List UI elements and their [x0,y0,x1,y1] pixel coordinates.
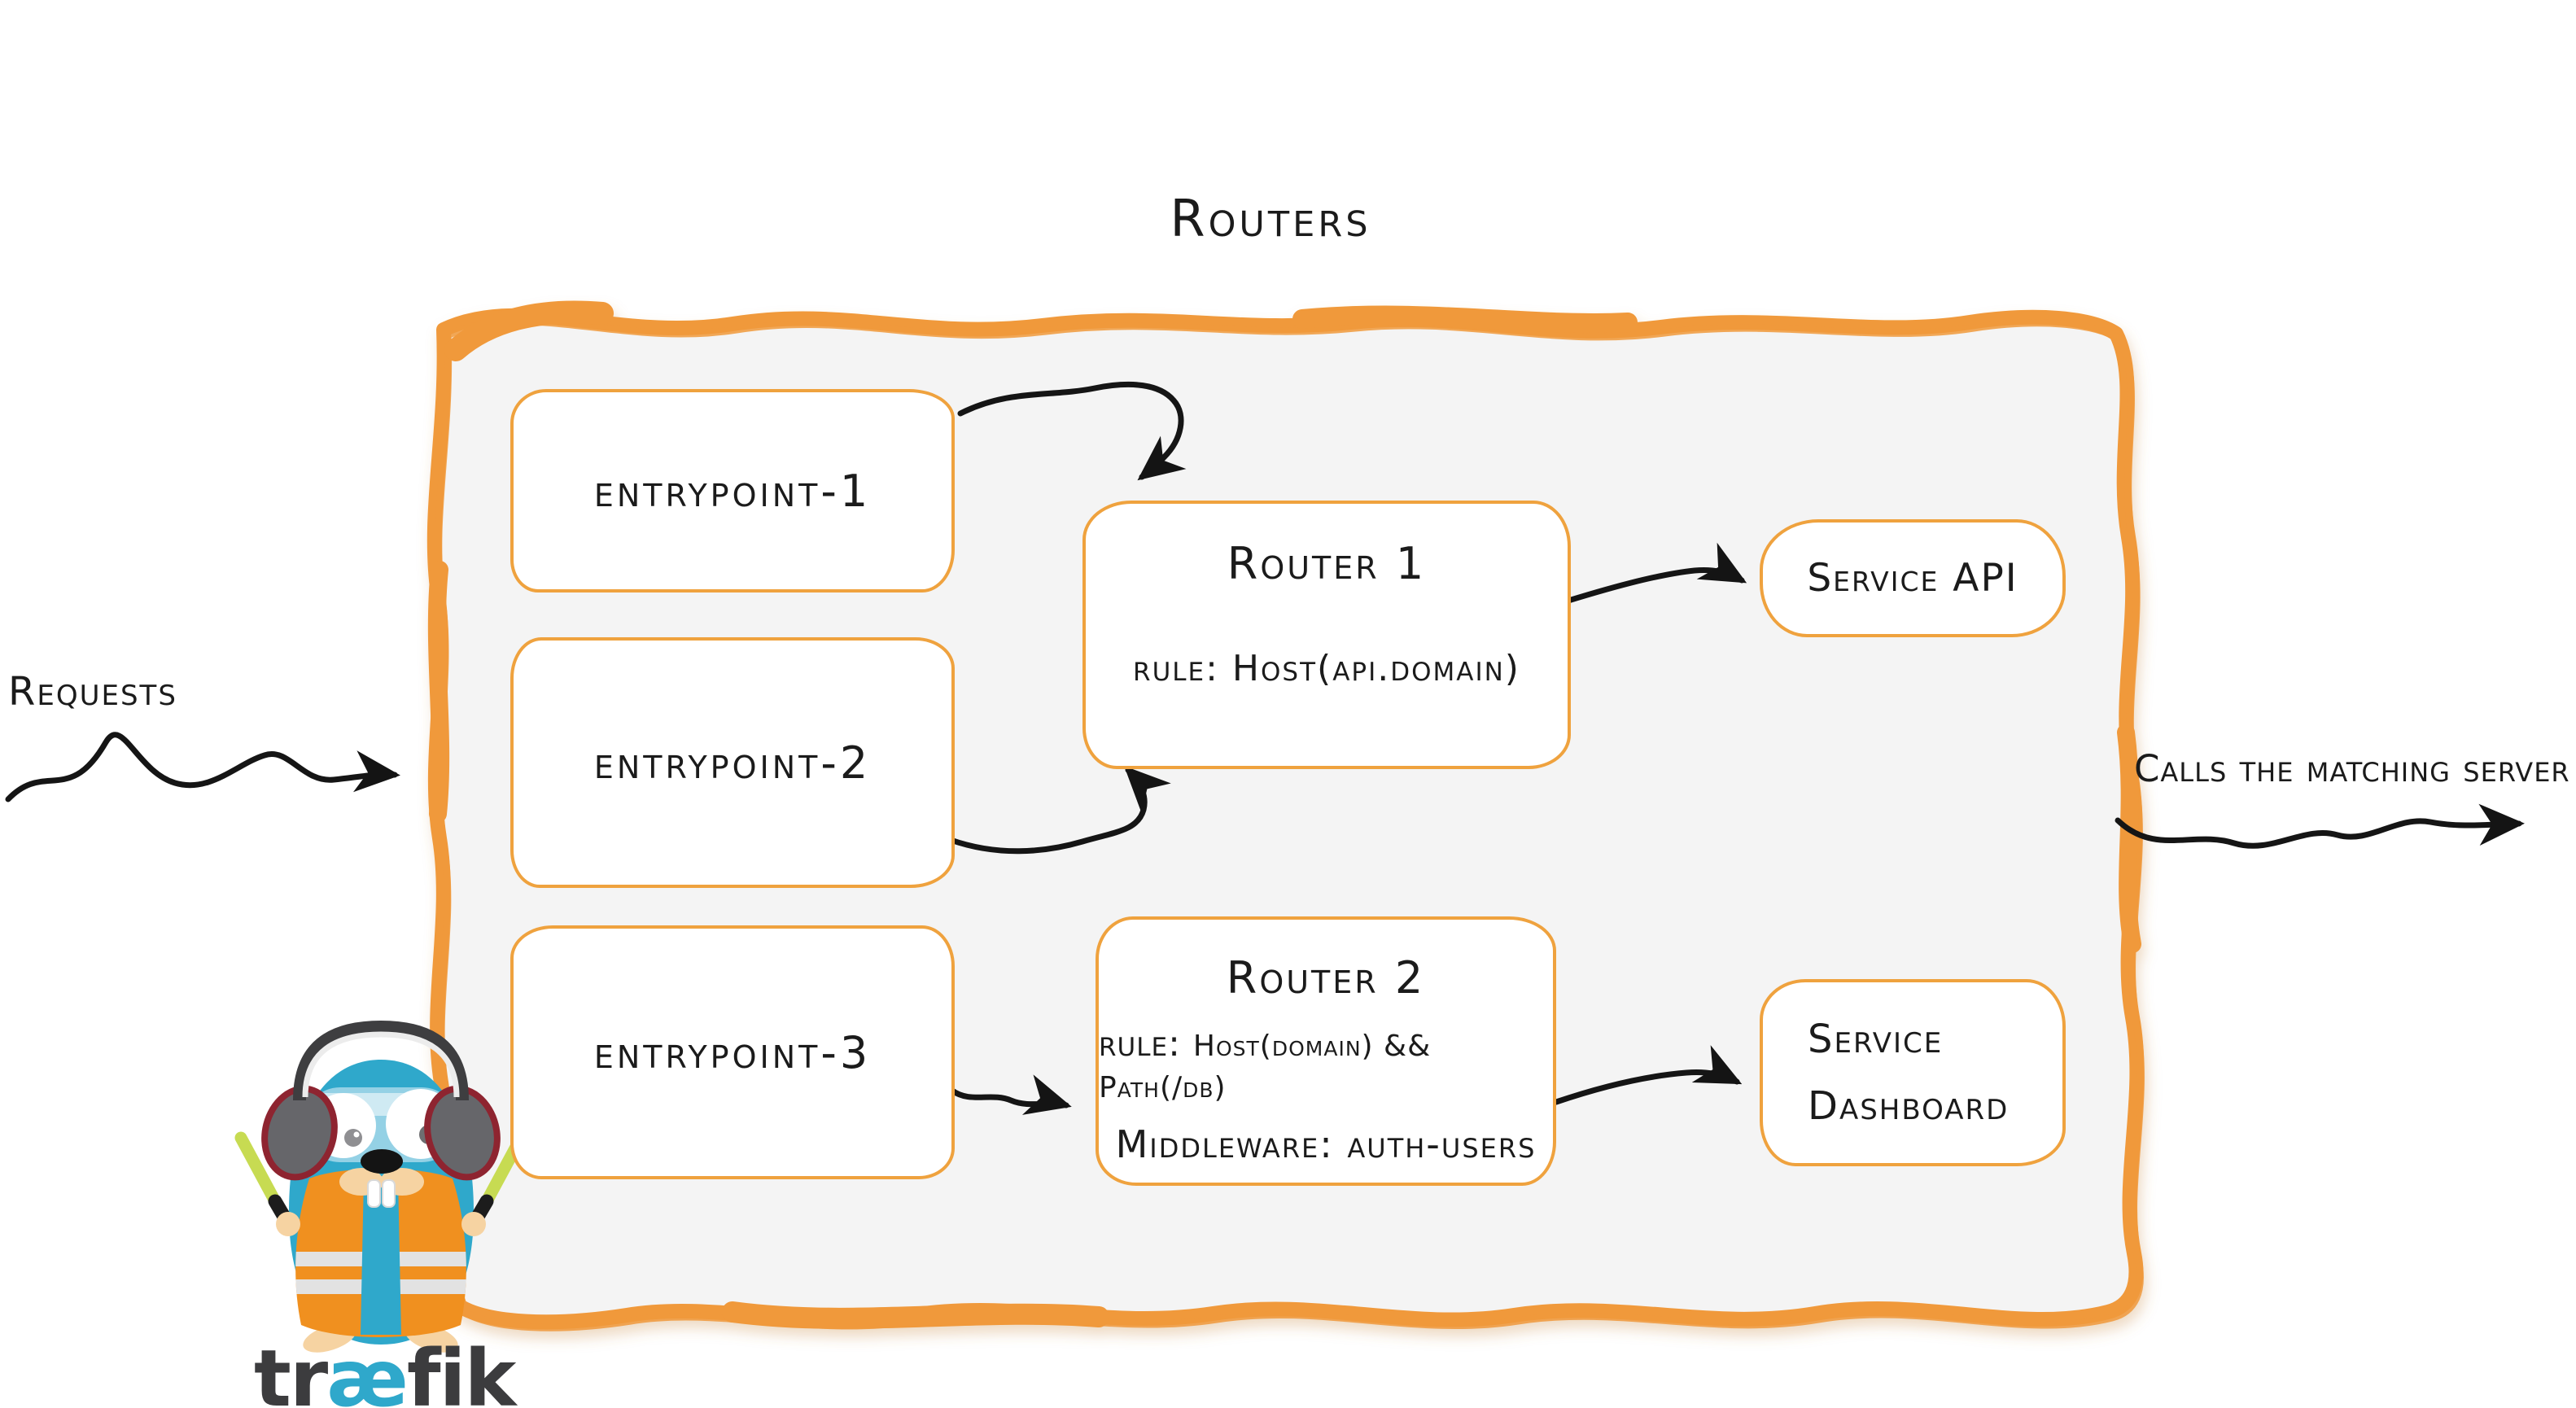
calls-arrow [2115,803,2525,849]
arrow-router2-to-service-dashboard [1553,1045,1743,1105]
router-2-rule: rule: Host(domain) && Path(/db) [1099,1023,1432,1104]
headphones-icon [261,1020,501,1181]
requests-arrow [5,732,400,802]
router-2-middleware: Middleware: auth-users [1115,1122,1537,1166]
service-api-box: Service API [1760,519,2066,637]
gopher-nose [361,1149,403,1174]
router-1-box: Router 1 rule: Host(api.domain) [1082,501,1571,769]
service-api-label: Service API [1807,556,2018,601]
entrypoint-1-label: entrypoint-1 [593,465,872,517]
service-dashboard-label-line1: Service [1808,1017,1944,1062]
traefik-logo [234,1020,527,1353]
router-2-title: Router 2 [1226,952,1426,1004]
router-2-box: Router 2 rule: Host(domain) && Path(/db)… [1096,916,1556,1186]
requests-label: Requests [8,669,177,715]
service-dashboard-box: Service Dashboard [1760,979,2066,1166]
entrypoint-1-box: entrypoint-1 [510,389,955,592]
gopher-tooth [367,1179,381,1208]
service-dashboard-label-line2: Dashboard [1808,1083,2010,1129]
page-title: Routers [1170,189,1371,248]
glowstick-left [234,1131,300,1236]
entrypoint-3-box: entrypoint-3 [510,925,955,1179]
entrypoint-2-box: entrypoint-2 [510,637,955,888]
arrow-entrypoint3-to-router2 [949,1074,1072,1115]
entrypoint-2-label: entrypoint-2 [593,737,872,789]
entrypoint-3-label: entrypoint-3 [593,1026,872,1078]
router-1-title: Router 1 [1227,538,1427,589]
calls-label: Calls the matching server [2134,747,2570,790]
arrow-entrypoint1-to-router1 [957,381,1187,481]
arrow-entrypoint2-to-router1 [947,766,1171,855]
router-1-rule: rule: Host(api.domain) [1133,648,1520,689]
gopher-tooth [382,1179,396,1208]
traefik-wordmark: træfik [254,1333,516,1408]
gopher-chest [361,1172,401,1335]
arrow-router1-to-service-api [1555,542,1747,607]
